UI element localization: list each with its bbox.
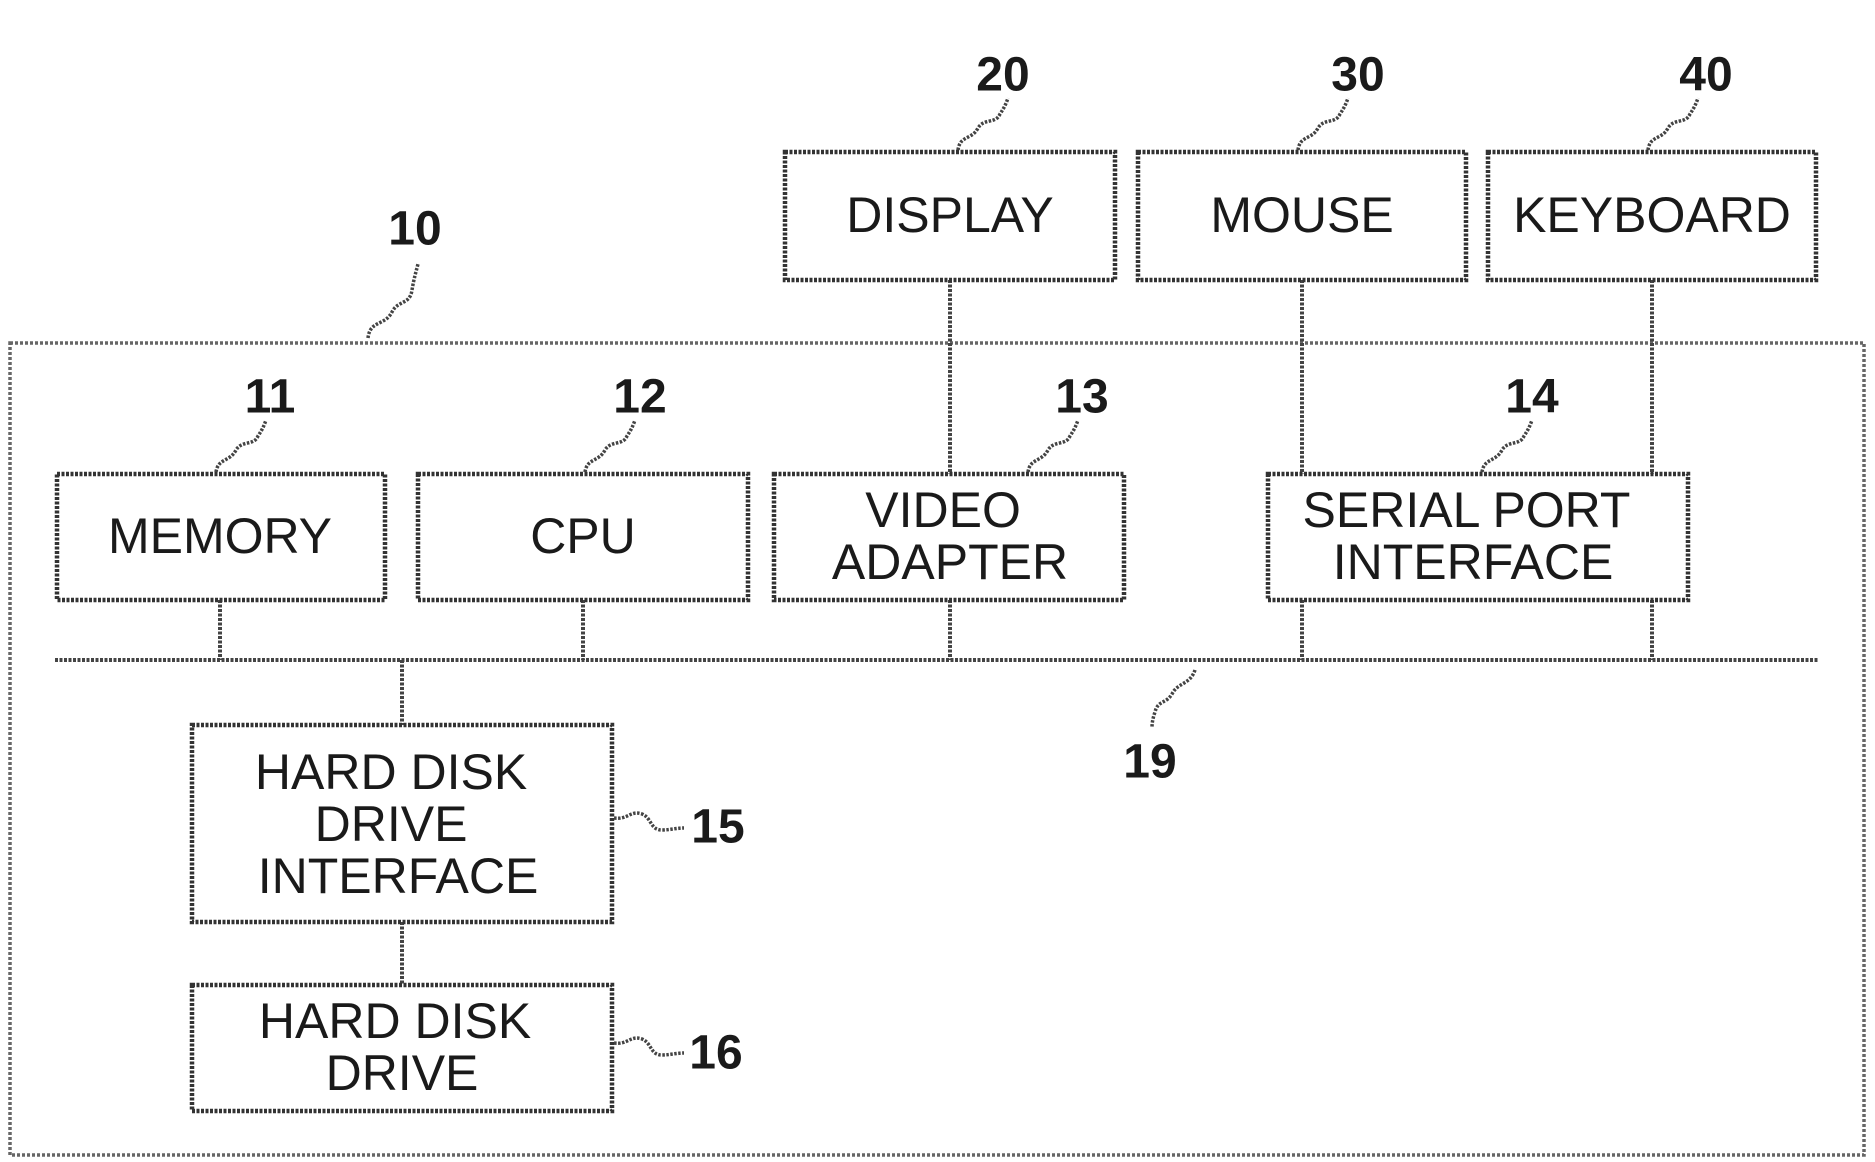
leader-16 [614,1038,684,1055]
leader-12 [585,420,635,472]
video-adapter-label-line-1: VIDEO [865,482,1021,538]
ref-16: 16 [689,1027,742,1080]
video-adapter-label-line-2: ADAPTER [832,534,1068,590]
leader-14 [1482,420,1532,472]
hdd-label-line-1: HARD DISK [259,993,531,1049]
ref-20: 20 [976,49,1029,102]
hdd-interface-label-line-3: INTERFACE [258,848,539,904]
serial-port-interface-label-line-2: INTERFACE [1333,534,1614,590]
leader-13 [1028,420,1078,472]
keyboard-label-line: KEYBOARD [1513,187,1791,243]
leader-19 [1152,670,1195,728]
mouse-label: MOUSE [1210,187,1393,243]
serial-port-interface-label-line-1: SERIAL PORT [1303,482,1630,538]
ref-10: 10 [388,203,441,256]
video-adapter-label: VIDEO ADAPTER [832,482,1068,590]
video-adapter-block: VIDEO ADAPTER [774,474,1124,600]
memory-block: MEMORY [57,474,385,600]
display-label-line: DISPLAY [846,187,1054,243]
hdd-interface-label-line-1: HARD DISK [255,744,527,800]
hdd-interface-label-line-2: DRIVE [315,796,468,852]
leader-20 [958,98,1008,150]
hdd-label-line-2: DRIVE [326,1045,479,1101]
keyboard-block: KEYBOARD [1488,152,1816,280]
leader-10 [368,264,418,338]
mouse-label-line: MOUSE [1210,187,1393,243]
ref-12: 12 [613,371,666,424]
cpu-label-line: CPU [530,508,636,564]
memory-label: MEMORY [108,508,332,564]
ref-13: 13 [1055,371,1108,424]
ref-11: 11 [245,371,296,424]
cpu-block: CPU [418,474,748,600]
ref-19: 19 [1123,736,1176,789]
hdd-block: HARD DISK DRIVE [192,985,612,1111]
mouse-block: MOUSE [1138,152,1466,280]
ref-30: 30 [1331,49,1384,102]
leader-15 [614,813,684,830]
memory-label-line: MEMORY [108,508,332,564]
ref-40: 40 [1679,49,1732,102]
display-label: DISPLAY [846,187,1054,243]
display-block: DISPLAY [785,152,1115,280]
leader-40 [1648,98,1698,150]
leader-11 [216,420,266,472]
hdd-interface-block: HARD DISK DRIVE INTERFACE [192,725,612,922]
keyboard-label: KEYBOARD [1513,187,1791,243]
leader-30 [1298,98,1348,150]
serial-port-interface-block: SERIAL PORT INTERFACE [1268,474,1688,600]
ref-14: 14 [1505,371,1559,424]
cpu-label: CPU [530,508,636,564]
ref-15: 15 [691,801,744,854]
serial-port-interface-label: SERIAL PORT INTERFACE [1303,482,1644,590]
